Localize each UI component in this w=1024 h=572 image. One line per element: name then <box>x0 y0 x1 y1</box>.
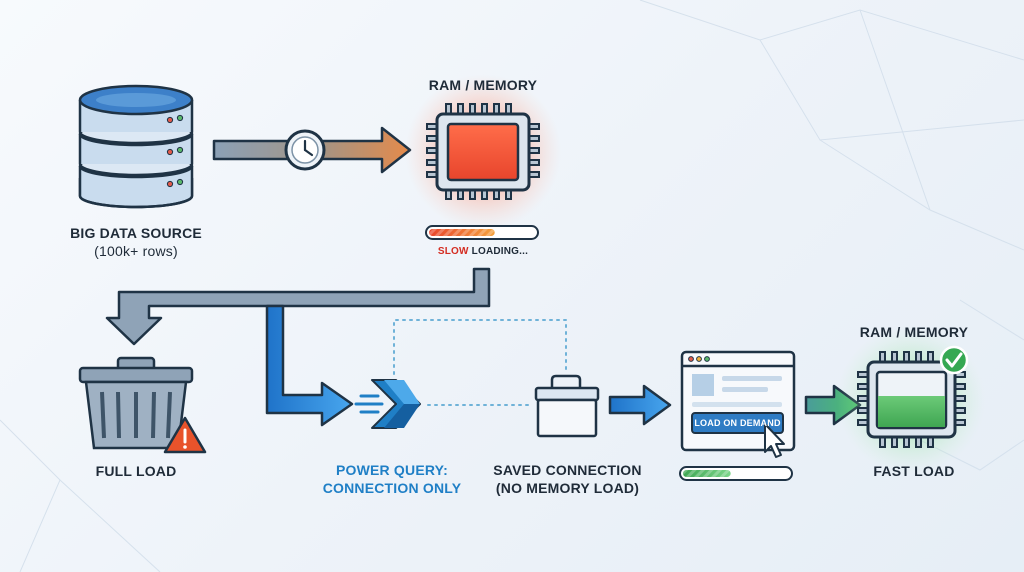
load-on-demand-button[interactable] <box>691 412 784 434</box>
slow-loading-label: SLOW LOADING... <box>403 246 563 257</box>
load-on-demand-label[interactable]: LOAD ON DEMAND <box>694 418 781 428</box>
clock-icon <box>284 129 326 171</box>
browser-window-icon <box>680 350 796 452</box>
saved-connection-label-line1: SAVED CONNECTION <box>493 462 642 478</box>
big-data-source-label: BIG DATA SOURCE <box>70 225 202 241</box>
warning-icon <box>163 416 207 454</box>
memory-chip-icon <box>857 351 966 448</box>
database-icon <box>78 84 194 209</box>
mouse-cursor-icon <box>764 423 785 458</box>
loading-word: LOADING... <box>471 246 529 257</box>
memory-chip-icon <box>426 103 540 200</box>
power-query-icon <box>354 379 421 429</box>
trash-bin-icon <box>78 356 194 450</box>
full-load-pipe-arrow <box>105 267 491 346</box>
slow-word: SLOW <box>437 246 469 257</box>
connection-only-pipe-arrow <box>265 304 354 427</box>
full-load-label: FULL LOAD <box>95 463 177 479</box>
saved-connection-label-line2: (NO MEMORY LOAD) <box>495 480 640 496</box>
ram-memory-top-label: RAM / MEMORY <box>428 77 538 93</box>
power-query-label-line1: POWER QUERY: <box>335 462 449 478</box>
fast-load-label: FAST LOAD <box>873 463 955 479</box>
ram-memory-right-label: RAM / MEMORY <box>859 324 969 340</box>
rows-count-label: (100k+ rows) <box>94 243 178 259</box>
slow-progress-bar <box>425 225 539 240</box>
on-demand-progress-bar <box>679 466 793 481</box>
dotted-connection-lines <box>393 319 567 406</box>
load-arrow <box>608 384 672 426</box>
power-query-label-line2: CONNECTION ONLY <box>322 480 462 496</box>
check-icon <box>939 345 969 375</box>
briefcase-icon <box>534 374 600 438</box>
